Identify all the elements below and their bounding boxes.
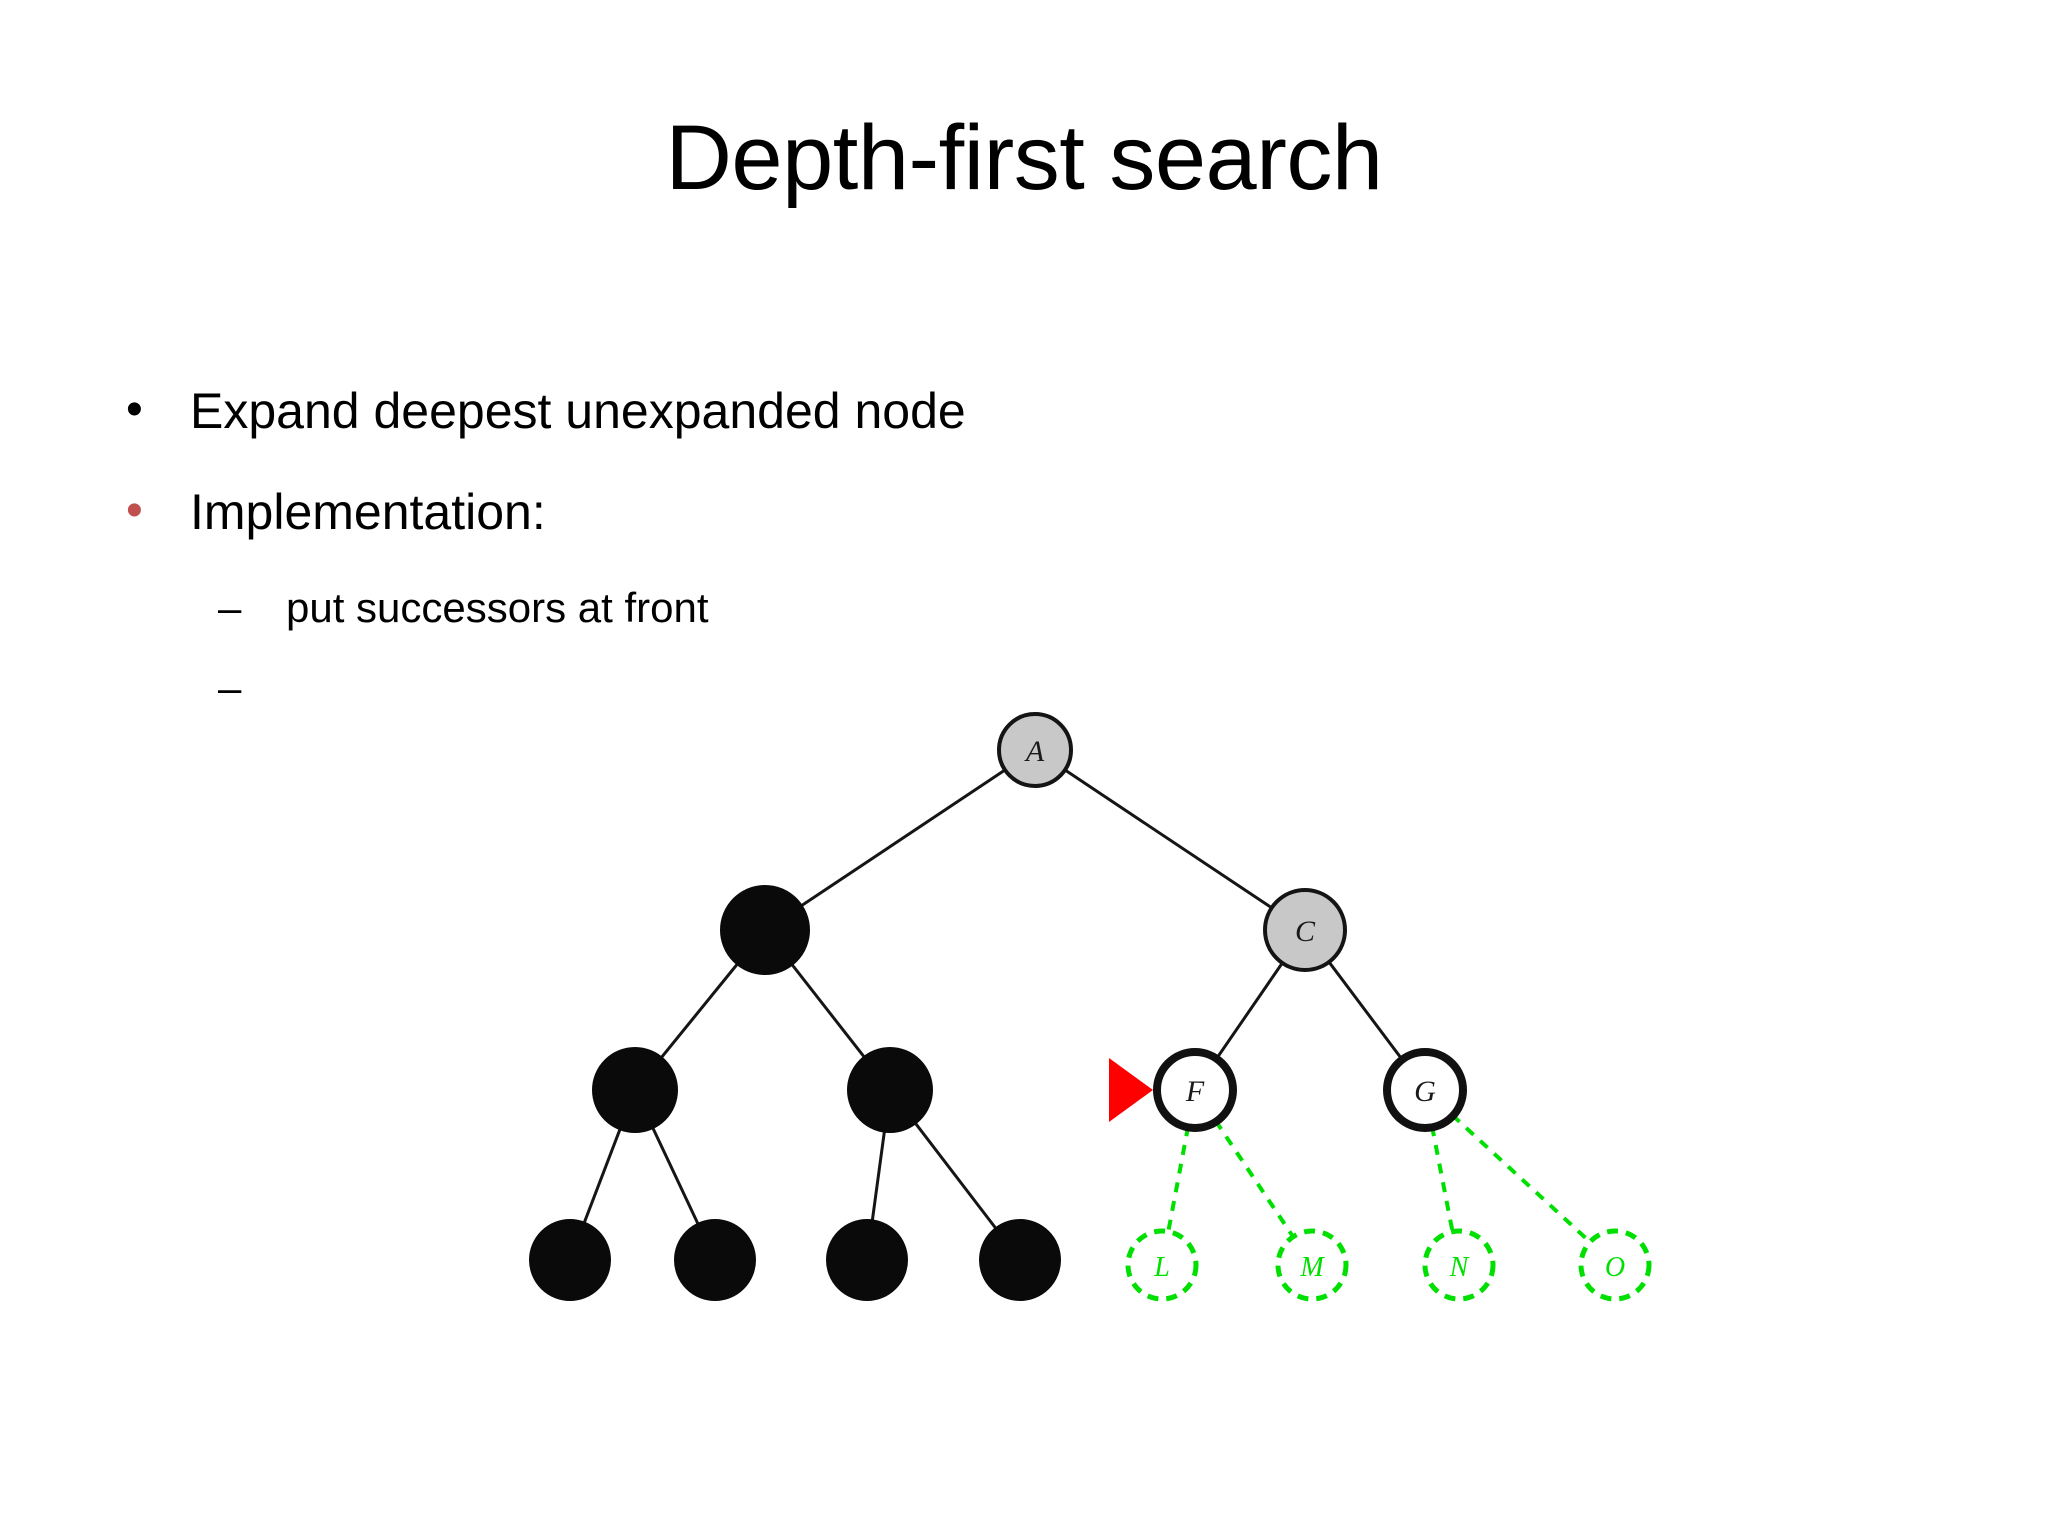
tree-node-layer: A C F G L M N O — [529, 712, 1652, 1302]
bullet-marker-icon: • — [126, 383, 143, 436]
tree-node-J[interactable] — [826, 1219, 908, 1301]
node-circle-J — [826, 1219, 908, 1301]
tree-node-N[interactable]: N — [1422, 1228, 1496, 1302]
implementation-colon: : — [531, 483, 546, 540]
tree-node-H[interactable] — [529, 1219, 611, 1301]
implementation-keyword: Implementation — [190, 483, 532, 540]
bullet-text-implementation: Implementation: — [190, 481, 546, 544]
tree-edge-D-I — [651, 1126, 700, 1226]
tree-edge-F-L — [1166, 1125, 1191, 1233]
node-circle-K — [979, 1219, 1061, 1301]
node-label-O: O — [1605, 1252, 1625, 1283]
node-circle-H — [529, 1219, 611, 1301]
tree-pointer-layer — [1109, 1058, 1153, 1122]
page-title: Depth-first search — [665, 107, 1383, 209]
node-label-L: L — [1153, 1252, 1170, 1283]
tree-edge-G-N — [1430, 1125, 1455, 1233]
node-label-G: G — [1414, 1075, 1436, 1108]
tree-node-A[interactable]: A — [997, 712, 1073, 788]
bullet-item-expand: • Expand deepest unexpanded node — [118, 380, 1518, 443]
slide-body: • Expand deepest unexpanded node • Imple… — [118, 380, 1518, 741]
node-label-A: A — [1024, 735, 1045, 768]
sub-bullet-text-put-successors: put successors at front — [286, 584, 709, 631]
tree-edge-C-F — [1214, 961, 1285, 1061]
node-circle-O — [1578, 1228, 1652, 1302]
tree-edge-E-K — [913, 1121, 998, 1230]
node-circle-D — [592, 1047, 678, 1133]
tree-edge-C-G — [1327, 960, 1404, 1062]
node-circle-A — [997, 712, 1073, 788]
tree-edge-A-B — [799, 768, 1007, 908]
node-circle-G — [1383, 1048, 1467, 1132]
tree-edge-B-D — [659, 962, 740, 1060]
tree-node-B[interactable] — [720, 885, 810, 975]
node-circle-C — [1263, 888, 1347, 972]
node-circle-I — [674, 1219, 756, 1301]
tree-node-O[interactable]: O — [1578, 1228, 1652, 1302]
node-circle-N — [1422, 1228, 1496, 1302]
node-label-C: C — [1295, 915, 1316, 948]
bullet-marker-icon: • — [126, 483, 143, 537]
current-node-pointer-icon — [1109, 1058, 1153, 1122]
tree-edge-E-J — [870, 1130, 886, 1222]
tree-edge-F-M — [1213, 1119, 1296, 1239]
tree-node-E[interactable] — [847, 1047, 933, 1133]
tree-edge-G-O — [1450, 1113, 1593, 1245]
bullet-item-implementation: • Implementation: — [118, 481, 1518, 544]
node-label-F: F — [1185, 1075, 1205, 1108]
node-circle-E — [847, 1047, 933, 1133]
dash-marker-icon: – — [218, 584, 242, 631]
tree-node-G[interactable]: G — [1383, 1048, 1467, 1132]
node-circle-L — [1125, 1228, 1199, 1302]
node-circle-F — [1153, 1048, 1237, 1132]
tree-node-M[interactable]: M — [1275, 1228, 1349, 1302]
tree-edge-B-E — [790, 962, 866, 1059]
tree-edge-layer — [582, 768, 1593, 1245]
bullet-text-expand: Expand deepest unexpanded node — [190, 383, 966, 439]
node-label-M: M — [1299, 1252, 1325, 1283]
tree-edge-D-H — [582, 1127, 622, 1225]
node-circle-B — [720, 885, 810, 975]
search-tree-svg: A C F G L M N O — [529, 712, 1652, 1302]
tree-node-I[interactable] — [674, 1219, 756, 1301]
node-circle-M — [1275, 1228, 1349, 1302]
sub-bullet-put-successors: – put successors at front — [218, 581, 1518, 637]
node-label-N: N — [1449, 1252, 1470, 1283]
tree-node-L[interactable]: L — [1125, 1228, 1199, 1302]
tree-edge-A-C — [1063, 768, 1274, 910]
sub-bullet-empty: – — [218, 661, 1518, 717]
tree-node-D[interactable] — [592, 1047, 678, 1133]
dash-marker-icon: – — [218, 664, 242, 711]
search-tree-figure: A C F G L M N O — [420, 660, 1700, 1420]
tree-node-K[interactable] — [979, 1219, 1061, 1301]
tree-node-F[interactable]: F — [1153, 1048, 1237, 1132]
tree-node-C[interactable]: C — [1263, 888, 1347, 972]
